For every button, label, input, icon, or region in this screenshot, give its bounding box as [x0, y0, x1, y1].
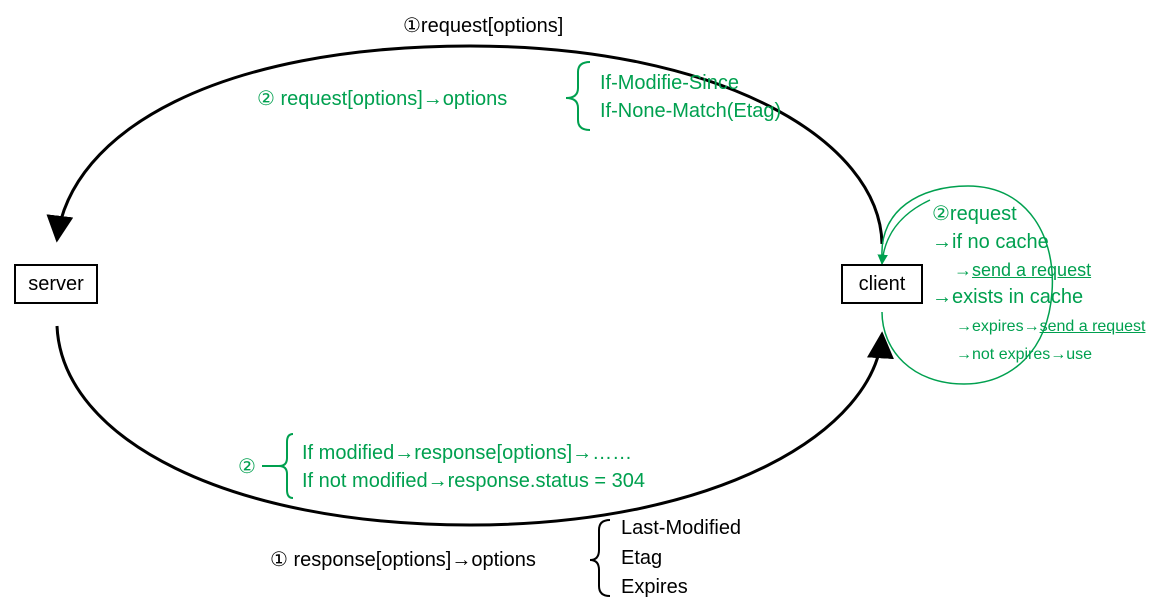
client-no-cache-action-row: →send a request: [954, 259, 1091, 281]
client-self-loop: [881, 185, 1054, 385]
arrow-glyph: →: [954, 260, 972, 280]
client-label: client: [858, 272, 906, 295]
response-item: Last-Modified: [621, 517, 742, 539]
top-request-label: ①request[options]: [403, 15, 564, 37]
not-expires-prefix: →not expires→: [956, 346, 1067, 363]
bottom-condition-brace: [278, 433, 294, 499]
client-node: client: [841, 264, 923, 304]
bottom-not-modified: If not modified→response.status = 304: [302, 470, 645, 492]
not-expires-use: use: [1066, 346, 1093, 363]
response-options-brace: [589, 519, 611, 597]
client-self-loop-arrow: [877, 199, 931, 266]
top-option-item: If-Modifie-Since: [600, 72, 739, 94]
response-item: Etag: [621, 547, 663, 569]
bottom-marker: ②: [238, 456, 256, 478]
expires-prefix: →expires→: [956, 318, 1040, 335]
client-not-expires-row: →not expires→use: [956, 345, 1092, 365]
top-option-item: If-None-Match(Etag): [600, 100, 782, 122]
server-label: server: [28, 272, 84, 295]
send-request-link: send a request: [972, 260, 1092, 280]
top-options-brace: [565, 61, 591, 131]
client-no-cache: →if no cache: [932, 231, 1049, 253]
response-item: Expires: [621, 576, 688, 598]
client-expires-row: →expires→send a request: [956, 317, 1145, 337]
top-request-arc: [46, 44, 884, 245]
bottom-response-arc: [55, 325, 894, 527]
server-node: server: [14, 264, 98, 304]
client-in-cache: →exists in cache: [932, 286, 1084, 308]
response-label: ① response[options]→options: [270, 549, 536, 571]
top-inner-label: ② request[options]→options: [257, 88, 508, 110]
client-logic-title: ②request: [932, 203, 1017, 225]
expires-send-request: send a request: [1039, 318, 1146, 335]
bottom-modified: If modified→response[options]→……: [302, 442, 633, 464]
